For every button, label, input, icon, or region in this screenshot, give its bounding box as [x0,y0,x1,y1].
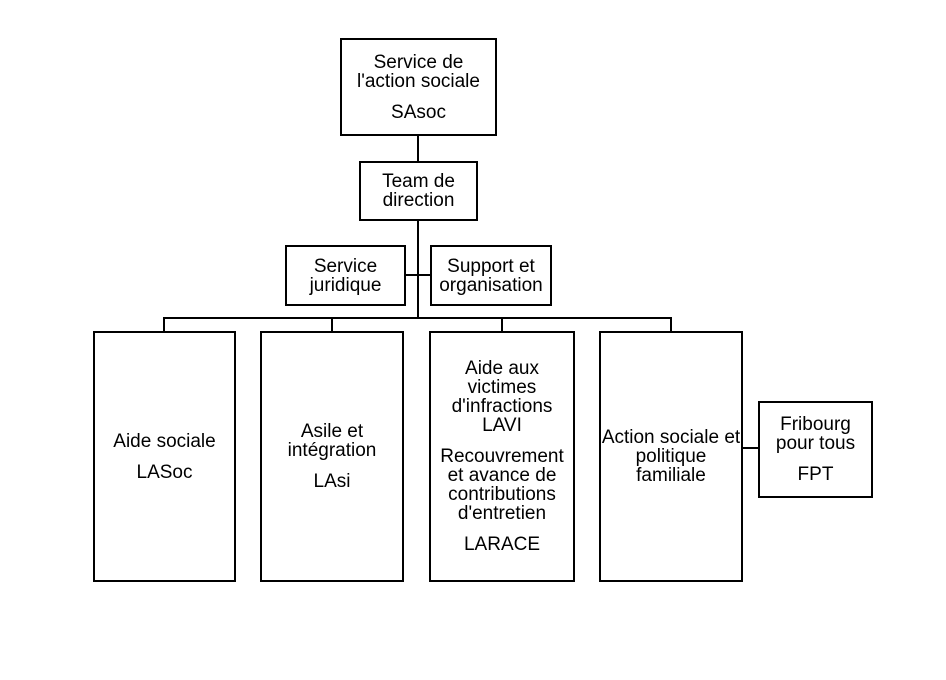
org-box-asile-integration: Asile et intégration LAsi [260,331,404,582]
drop-to-action-sociale [670,317,672,332]
org-box-service-juridique: Service juridique [285,245,406,306]
org-box-lavi-larace: Aide aux victimes d'infractions LAVI Rec… [429,331,575,582]
org-box-asile-integration-name: Asile et intégration [287,421,377,461]
org-box-fribourg-pour-tous: Fribourg pour tous FPT [758,401,873,498]
connector-action-to-fribourg [741,447,760,449]
distribution-line [163,317,672,319]
org-box-larace-name: Recouvrement et avance de contributions … [440,446,564,524]
org-box-action-sociale: Action sociale et politique familiale [599,331,743,582]
org-box-fribourg-acronym: FPT [797,464,834,485]
org-box-fribourg-name: Fribourg pour tous [775,414,856,454]
org-box-team-direction-name: Team de direction [382,171,455,211]
connector-juridique-to-support [404,274,432,276]
org-box-larace-acronym: LARACE [463,534,541,555]
drop-to-asile-integration [331,317,333,332]
org-box-sasoc: Service de l'action sociale SAsoc [340,38,497,136]
org-box-asile-integration-acronym: LAsi [313,471,351,492]
org-box-lavi-name: Aide aux victimes d'infractions LAVI [451,358,553,436]
org-box-aide-sociale-acronym: LASoc [136,461,193,483]
org-box-team-direction: Team de direction [359,161,478,221]
org-box-sasoc-name: Service de l'action sociale [357,51,480,92]
org-box-aide-sociale: Aide sociale LASoc [93,331,236,582]
drop-to-lavi-larace [501,317,503,332]
connector-team-to-distribution [417,220,419,319]
org-box-service-juridique-name: Service juridique [309,255,382,296]
connector-sasoc-to-team [417,135,419,162]
org-box-aide-sociale-name: Aide sociale [113,430,216,452]
drop-to-aide-sociale [163,317,165,332]
org-box-sasoc-acronym: SAsoc [391,101,446,123]
org-box-support-organisation-name: Support et organisation [439,255,543,296]
org-box-action-sociale-name: Action sociale et politique familiale [601,427,741,486]
org-box-support-organisation: Support et organisation [430,245,552,306]
